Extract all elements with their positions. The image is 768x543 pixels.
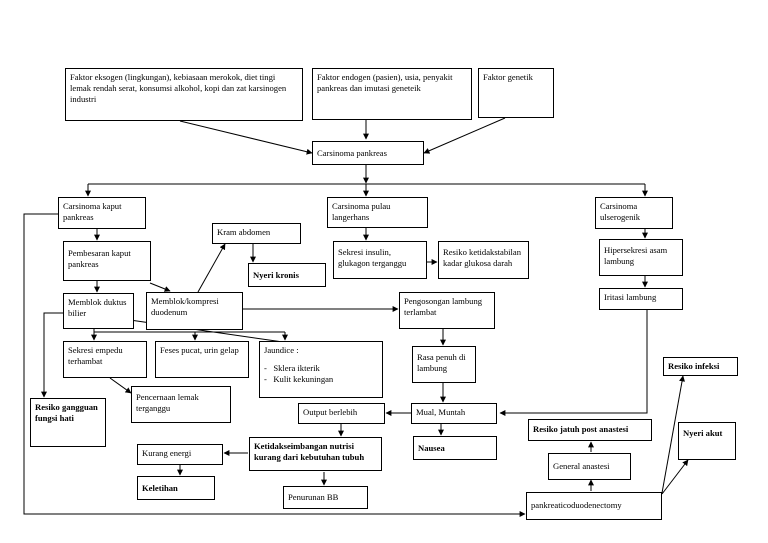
box-kram-abdomen: Kram abdomen [212,223,301,244]
box-nausea: Nausea [413,436,497,460]
jaundice-item: - Sklera ikterik [264,363,320,373]
arrow-empedu-to-pencernaan [109,377,132,394]
arrow-iritasi-to-mual [499,310,648,416]
box-kurang-energi: Kurang energi [137,444,223,465]
box-ketidakseimbangan: Ketidakseimbangan nutrisi kurang dari ke… [249,437,382,471]
arrow-pankreatico-to-nyeri-akut [661,459,689,495]
box-carsinoma-ulser: Carsinoma ulserogenik [595,197,673,229]
box-carsinoma-pulau: Carsinoma pulau langerhans [327,197,428,228]
box-keletihan: Keletihan [137,476,215,500]
box-sekresi-empedu: Sekresi empedu terhambat [63,341,147,378]
box-resiko-glukosa: Resiko ketidakstabilan kadar glukosa dar… [438,241,529,279]
box-faktor-eksogen: Faktor eksogen (lingkungan), kebiasaan m… [65,68,303,121]
arrow-eksogen-to-carsinoma [179,120,313,155]
box-rasa-penuh: Rasa penuh di lambung [412,346,476,383]
box-sekresi-insulin: Sekresi insulin, glukagon terganggu [333,241,427,279]
box-jaundice: Jaundice : - Sklera ikterik - Kulit keku… [259,341,383,398]
arrow-duodenum-to-kram [197,243,226,293]
box-nyeri-kronis: Nyeri kronis [248,263,326,287]
box-carsinoma-kaput: Carsinoma kaput pankreas [58,197,146,229]
box-resiko-jatuh: Resiko jatuh post anastesi [528,419,652,441]
box-iritasi-lambung: Iritasi lambung [599,288,683,310]
box-pengosongan: Pengosongan lambung terlambat [399,292,495,329]
box-nyeri-akut: Nyeri akut [678,422,736,460]
box-resiko-infeksi: Resiko infeksi [663,357,738,376]
box-penurunan-bb: Penurunan BB [283,486,368,509]
box-pankreaticoduodenectomy: pankreaticoduodenectomy [526,492,662,520]
box-general-anastesi: General anastesi [548,453,631,480]
box-carsinoma-pankreas: Carsinoma pankreas [312,141,424,165]
box-faktor-genetik: Faktor genetik [478,68,554,118]
box-memblok-bilier: Memblok duktus bilier [63,293,134,329]
box-pencernaan-lemak: Pencernaan lemak terganggu [131,386,231,423]
arrow-bilier-to-resiko-hati [41,312,63,398]
jaundice-title: Jaundice : [264,345,299,355]
box-hipersekresi: Hipersekresi asam lambung [599,239,683,276]
arrow-pankreatico-to-resiko-infeksi [661,375,685,494]
arrow-pembesaran-to-duodenum [149,282,171,292]
box-pembesaran-kaput: Pembesaran kaput pankreas [63,241,151,281]
box-feses-pucat: Feses pucat, urin gelap [155,341,249,378]
jaundice-item: - Kulit kekuningan [264,374,334,384]
box-output-berlebih: Output berlebih [298,403,385,424]
box-resiko-hati: Resiko gangguan fungsi hati [30,398,106,447]
box-mual-muntah: Mual, Muntah [411,403,497,424]
box-memblok-duodenum: Memblok/kompresi duodenum [146,292,243,330]
arrow-kaput-to-pankreatico [23,213,526,517]
box-faktor-endogen: Faktor endogen (pasien), usia, penyakit … [312,68,472,120]
arrow-genetik-to-carsinoma [423,117,506,154]
